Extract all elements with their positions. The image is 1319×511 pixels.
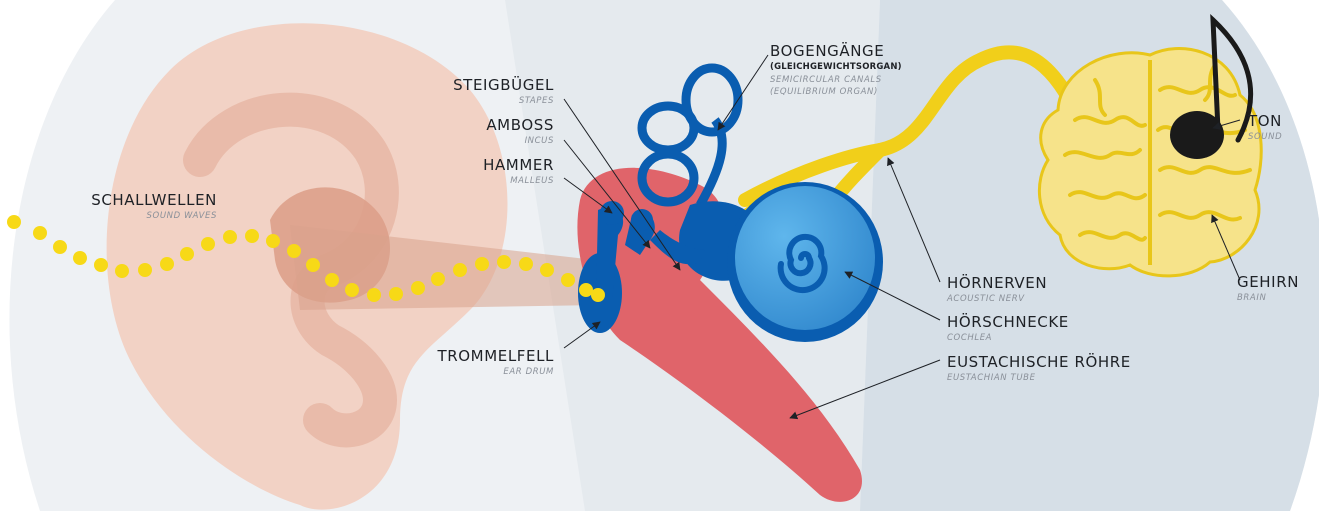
- label-trommelfell-de: TROMMELFELL: [400, 349, 554, 364]
- sound-wave-dot: [287, 244, 301, 258]
- label-hoerschnecke-en: COCHLEA: [947, 334, 1069, 343]
- sound-wave-dot: [367, 288, 381, 302]
- sound-wave-dot: [411, 281, 425, 295]
- sound-wave-dot: [266, 234, 280, 248]
- sound-wave-dot: [7, 215, 21, 229]
- sound-wave-dot: [115, 264, 129, 278]
- label-steigbuegel: STEIGBÜGEL STAPES: [430, 78, 554, 106]
- sound-wave-dot: [475, 257, 489, 271]
- label-gehirn: GEHIRN BRAIN: [1237, 275, 1299, 303]
- sound-wave-dot: [223, 230, 237, 244]
- label-bogengaenge-en2: (EQUILIBRIUM ORGAN): [770, 88, 902, 97]
- sound-wave-dot: [431, 272, 445, 286]
- sound-wave-dot: [345, 283, 359, 297]
- label-hoernerven-de: HÖRNERVEN: [947, 276, 1047, 291]
- label-bogengaenge-de: BOGENGÄNGE: [770, 44, 902, 59]
- sound-wave-dot: [453, 263, 467, 277]
- sound-wave-dot: [306, 258, 320, 272]
- label-schallwellen-en: SOUND WAVES: [60, 212, 217, 221]
- sound-wave-dot: [94, 258, 108, 272]
- label-ton: TON SOUND: [1248, 114, 1282, 142]
- sound-wave-dot: [160, 257, 174, 271]
- sound-wave-dot: [53, 240, 67, 254]
- sound-wave-dot: [591, 288, 605, 302]
- cochlea-icon: [727, 182, 883, 342]
- sound-wave-dot: [180, 247, 194, 261]
- label-hoernerven: HÖRNERVEN ACOUSTIC NERV: [947, 276, 1047, 304]
- sound-wave-dot: [497, 255, 511, 269]
- label-gehirn-de: GEHIRN: [1237, 275, 1299, 290]
- label-steigbuegel-de: STEIGBÜGEL: [430, 78, 554, 93]
- label-bogengaenge-en1: SEMICIRCULAR CANALS: [770, 76, 902, 85]
- sound-wave-dot: [325, 273, 339, 287]
- label-ton-en: SOUND: [1248, 133, 1282, 142]
- sound-wave-dot: [579, 283, 593, 297]
- label-hammer-en: MALLEUS: [430, 177, 554, 186]
- label-trommelfell: TROMMELFELL EAR DRUM: [400, 349, 554, 377]
- sound-wave-dot: [389, 287, 403, 301]
- label-hammer: HAMMER MALLEUS: [430, 158, 554, 186]
- sound-wave-dot: [33, 226, 47, 240]
- brain-icon: [1039, 48, 1261, 275]
- label-schallwellen: SCHALLWELLEN SOUND WAVES: [60, 193, 217, 221]
- sound-wave-dot: [73, 251, 87, 265]
- sound-wave-dot: [138, 263, 152, 277]
- sound-wave-dot: [561, 273, 575, 287]
- label-hammer-de: HAMMER: [430, 158, 554, 173]
- label-trommelfell-en: EAR DRUM: [400, 368, 554, 377]
- label-eustachische-en: EUSTACHIAN TUBE: [947, 374, 1131, 383]
- label-amboss-en: INCUS: [430, 137, 554, 146]
- label-steigbuegel-en: STAPES: [430, 97, 554, 106]
- sound-wave-dot: [519, 257, 533, 271]
- label-hoerschnecke-de: HÖRSCHNECKE: [947, 315, 1069, 330]
- label-amboss-de: AMBOSS: [430, 118, 554, 133]
- label-bogengaenge: BOGENGÄNGE (GLEICHGEWICHTSORGAN) SEMICIR…: [770, 44, 902, 97]
- label-amboss: AMBOSS INCUS: [430, 118, 554, 146]
- label-schallwellen-de: SCHALLWELLEN: [60, 193, 217, 208]
- label-gehirn-en: BRAIN: [1237, 294, 1299, 303]
- label-bogengaenge-sub: (GLEICHGEWICHTSORGAN): [770, 63, 902, 72]
- label-eustachische-de: EUSTACHISCHE RÖHRE: [947, 355, 1131, 370]
- label-hoerschnecke: HÖRSCHNECKE COCHLEA: [947, 315, 1069, 343]
- label-ton-de: TON: [1248, 114, 1282, 129]
- sound-wave-dot: [245, 229, 259, 243]
- label-hoernerven-en: ACOUSTIC NERV: [947, 295, 1047, 304]
- label-eustachische: EUSTACHISCHE RÖHRE EUSTACHIAN TUBE: [947, 355, 1131, 383]
- sound-wave-dot: [201, 237, 215, 251]
- sound-wave-dot: [540, 263, 554, 277]
